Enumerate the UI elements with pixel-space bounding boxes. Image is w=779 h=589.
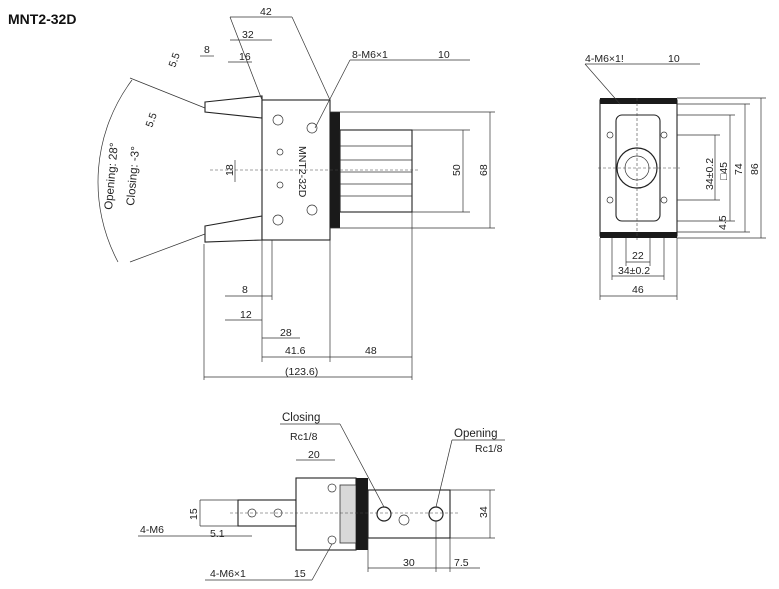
closing-label: Closing — [282, 412, 320, 424]
callout-8m6-num: 10 — [438, 49, 450, 61]
bottom-dim-30: 30 — [403, 557, 415, 569]
bottom-plate — [356, 478, 368, 550]
bottom-dim-34: 34 — [478, 506, 490, 518]
opening-port-label: Rc1/8 — [475, 443, 503, 455]
mount-hole — [272, 114, 284, 126]
closing-angle: Closing: -3° — [125, 146, 142, 206]
side-dim-45: □45 — [718, 162, 730, 180]
dim-123-6: (123.6) — [285, 366, 318, 378]
mount-hole — [306, 204, 318, 216]
bottom-dim-15b: 15 — [294, 568, 306, 580]
bottom-dim-5-1: 5.1 — [210, 528, 225, 540]
front-view: MNT2-32D 42 32 8 16 5.5 5.5 Opening: 28°… — [97, 6, 495, 380]
bottom-callout-left: 4-M6 — [140, 524, 164, 536]
dim-5-5-b: 5.5 — [144, 111, 160, 129]
opening-arc — [97, 79, 133, 263]
dim-18: 18 — [224, 164, 236, 176]
dim-16: 16 — [239, 51, 251, 63]
bottom-view: Closing Rc1/8 Opening Rc1/8 20 15 4-M6 5… — [138, 412, 505, 581]
side-view: 4-M6×1! 10 34±0.2 □45 74 86 4.5 22 34±0.… — [584, 53, 766, 300]
callout-8m6: 8-M6×1 — [352, 49, 388, 61]
dim-12: 12 — [240, 309, 252, 321]
dim-50: 50 — [451, 164, 463, 176]
side-dim-34b: 34±0.2 — [618, 265, 650, 277]
bottom-dim-15: 15 — [188, 508, 200, 520]
mount-hole — [272, 214, 284, 226]
dim-28: 28 — [280, 327, 292, 339]
bottom-callout: 4-M6×1 — [210, 568, 246, 580]
closing-port-label: Rc1/8 — [290, 431, 318, 443]
opening-label: Opening — [454, 428, 497, 440]
bottom-dim-7-5: 7.5 — [454, 557, 469, 569]
dim-68: 68 — [478, 164, 490, 176]
bottom-dim-20: 20 — [308, 449, 320, 461]
dim-8b: 8 — [242, 284, 248, 296]
dim-8: 8 — [204, 44, 210, 56]
side-dim-34: 34±0.2 — [704, 158, 716, 190]
opening-angle: Opening: 28° — [103, 142, 121, 210]
bottom-cylinder — [367, 489, 451, 539]
side-dim-22: 22 — [632, 250, 644, 262]
side-callout-num: 10 — [668, 53, 680, 65]
side-dim-4-5: 4.5 — [717, 215, 729, 230]
side-dim-46: 46 — [632, 284, 644, 296]
side-dim-74: 74 — [733, 163, 745, 175]
dim-32: 32 — [242, 29, 254, 41]
dim-42: 42 — [260, 6, 272, 18]
side-callout: 4-M6×1! — [585, 53, 624, 65]
drawing-title: MNT2-32D — [8, 11, 76, 27]
body-label: MNT2-32D — [296, 146, 308, 198]
upper-jaw — [204, 95, 263, 119]
dim-5-5-a: 5.5 — [167, 51, 183, 69]
side-dim-86: 86 — [749, 163, 761, 175]
dim-48: 48 — [365, 345, 377, 357]
dim-41-6: 41.6 — [285, 345, 306, 357]
lower-jaw — [204, 215, 263, 243]
mount-hole — [306, 122, 318, 134]
cylinder — [339, 129, 413, 213]
